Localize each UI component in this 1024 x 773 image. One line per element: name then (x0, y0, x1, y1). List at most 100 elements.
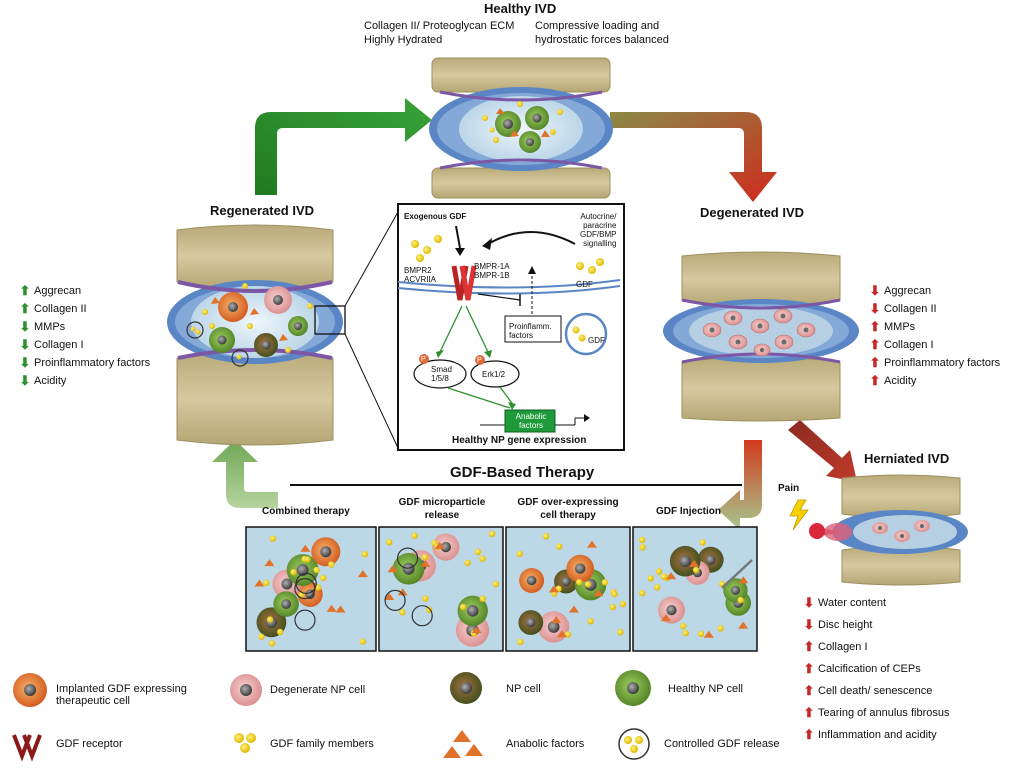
list-item: Collagen I (34, 339, 84, 351)
legend-controlled-label: Controlled GDF release (664, 738, 780, 750)
legend-receptor-label: GDF receptor (56, 738, 123, 750)
legend-implanted-label: Implanted GDF expressing therapeutic cel… (56, 683, 187, 707)
inset-gdf-label: GDF (576, 280, 593, 289)
panel-cell-nucleus (730, 585, 741, 595)
list-item: Acidity (884, 375, 917, 387)
panel-gdf-dot (361, 551, 368, 558)
list-item: MMPs (884, 321, 916, 333)
panel-gdf-dot (268, 640, 276, 647)
panel-cell-nucleus (440, 541, 451, 553)
panel-gdf-dot (479, 595, 486, 602)
panel-gdf-dot (609, 603, 616, 611)
panel-gdf-dot (639, 589, 646, 597)
inset-receptors-left: BMPR2 ACVRIIA (404, 266, 437, 284)
panel-anabolic-triangle (300, 544, 311, 552)
panel-gdf-dot (697, 630, 705, 637)
legend-family-icon (234, 733, 256, 753)
panel-anabolic-triangle (661, 614, 672, 622)
healthy-note-right-2: hydrostatic forces balanced (535, 34, 669, 46)
panel-gdf-dot (258, 633, 265, 640)
panel-anabolic-triangle (384, 593, 395, 601)
list-item: Aggrecan (884, 285, 932, 297)
panel-anabolic-triangle (586, 540, 597, 548)
inset-anabolic-label: Anabolic factors (515, 412, 547, 430)
list-item: Collagen I (818, 641, 868, 653)
down-arrow-icon: ⬇ (19, 337, 31, 352)
therapy-panel-label-4: GDF Injection (656, 506, 721, 517)
panel-gdf-dot (542, 533, 550, 540)
panel-gdf-dot (263, 579, 270, 586)
panel-gdf-dot (313, 566, 320, 574)
down-arrow-icon: ⬇ (869, 301, 881, 316)
inset-erk-label: Erk1/2 (482, 370, 506, 379)
down-arrow-icon: ⬇ (19, 355, 31, 370)
up-arrow-icon: ⬆ (19, 283, 31, 298)
panel-gdf-dot (488, 530, 496, 537)
list-item: Collagen II (34, 303, 87, 315)
panel-gdf-dot (584, 581, 592, 588)
panel-gdf-dot (576, 579, 583, 586)
pain-label: Pain (778, 483, 800, 494)
arrow-healthy-to-degenerated (610, 112, 777, 202)
list-item: Tearing of annulus fibrosus (818, 707, 950, 719)
panel-anabolic-triangle (738, 621, 749, 629)
herniated-list: ⬇Water content ⬇Disc height ⬆Collagen I … (800, 592, 950, 746)
panel-anabolic-triangle (434, 541, 445, 549)
panel-gdf-dot (617, 629, 624, 636)
panel-gdf-dot (304, 556, 311, 563)
panel-cell-nucleus (526, 617, 536, 628)
panel-gdf-dot (601, 579, 609, 586)
legend-degenerate-label: Degenerate NP cell (270, 684, 366, 696)
panel-gdf-dot (564, 631, 572, 638)
panel-anabolic-triangle (551, 616, 562, 624)
panel-cell-nucleus (705, 554, 716, 565)
legend-anabolic-icon (443, 730, 483, 758)
signalling-inset (397, 203, 625, 451)
panel-anabolic-triangle (420, 559, 431, 567)
panel-gdf-dot (655, 568, 663, 575)
inset-gdf2-label: GDF (588, 336, 605, 345)
legend-controlled-icon (618, 728, 650, 760)
panel-microparticle (397, 547, 419, 569)
arrow-degenerated-to-herniated (788, 420, 857, 482)
panel-gdf-dot (386, 539, 393, 546)
panel-gdf-dot (516, 550, 523, 558)
panel-microparticle (384, 589, 406, 612)
list-item: Inflammation and acidity (818, 729, 937, 741)
inset-receptors-right: BMPR-1A BMPR-1B (474, 262, 510, 280)
arrow-degenerated-to-therapy (718, 440, 762, 530)
list-item: Proinflammatory factors (34, 357, 151, 369)
panel-gdf-dot (680, 622, 687, 630)
inset-exogenous-label: Exogenous GDF (404, 212, 467, 221)
panel-gdf-dot (277, 628, 284, 636)
panel-gdf-dot (660, 573, 668, 580)
panel-gdf-dot (266, 616, 274, 623)
panel-gdf-dot (647, 575, 654, 582)
panel-gdf-dot (328, 561, 335, 568)
panel-gdf-dot (399, 609, 406, 616)
herniated-title: Herniated IVD (864, 451, 950, 466)
panel-anabolic-triangle (471, 626, 482, 634)
arrow-therapy-to-regenerated (212, 440, 278, 508)
panel-cell-nucleus (281, 578, 293, 590)
panel-gdf-dot (492, 580, 500, 588)
inset-proinflamm-label: Proinflamm. factors (509, 322, 552, 340)
panel-cell-nucleus (679, 555, 691, 567)
panel-cell-nucleus (666, 605, 677, 616)
list-item: Acidity (34, 375, 67, 387)
panel-gdf-dot (682, 629, 689, 637)
therapy-panel-label-3: GDF over-expressing cell therapy (517, 497, 619, 521)
down-arrow-icon: ⬇ (869, 283, 881, 298)
up-arrow-icon: ⬆ (869, 373, 881, 388)
legend-np-label: NP cell (506, 683, 541, 695)
panel-microparticle (294, 609, 316, 631)
up-arrow-icon: ⬆ (803, 727, 815, 742)
therapy-title: GDF-Based Therapy (450, 464, 595, 481)
panel-gdf-dot (359, 638, 366, 645)
panel-anabolic-triangle (335, 605, 346, 613)
list-item: Collagen I (884, 339, 934, 351)
panel-gdf-dot (411, 532, 418, 539)
list-item: Calcification of CEPs (818, 663, 921, 675)
legend-anabolic-label: Anabolic factors (506, 738, 585, 750)
healthy-note-right-1: Compressive loading and (535, 20, 660, 32)
